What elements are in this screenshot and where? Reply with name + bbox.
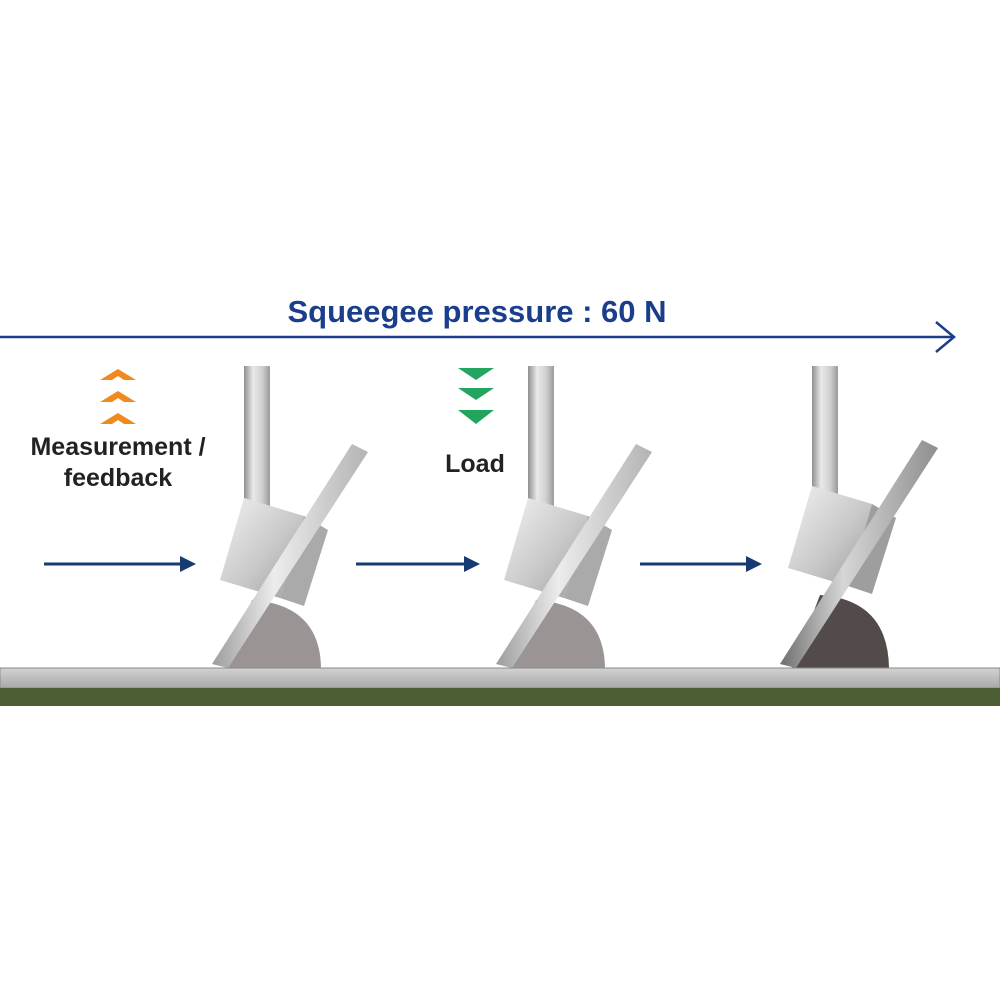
squeegee-stage-3	[780, 366, 938, 668]
chevron-down-icon	[458, 368, 494, 424]
squeegee-stage-2	[496, 366, 652, 668]
squeegee-blade-3	[780, 440, 938, 668]
flow-arrow-2	[356, 556, 480, 572]
load-label: Load	[445, 450, 505, 478]
circuit-board	[0, 688, 1000, 706]
squeegee-blade-2	[496, 444, 652, 668]
feedback-label: feedback	[64, 464, 172, 492]
stencil-plate	[0, 667, 1000, 689]
pressure-title: Squeegee pressure : 60 N	[287, 294, 666, 329]
measurement-label: Measurement /	[30, 433, 205, 461]
squeegee-stage-1	[212, 366, 368, 668]
chevron-up-icon	[100, 369, 136, 424]
flow-arrow-3	[640, 556, 762, 572]
squeegee-blade-1	[212, 444, 368, 668]
flow-arrow-1	[44, 556, 196, 572]
pressure-arrow	[0, 321, 956, 353]
